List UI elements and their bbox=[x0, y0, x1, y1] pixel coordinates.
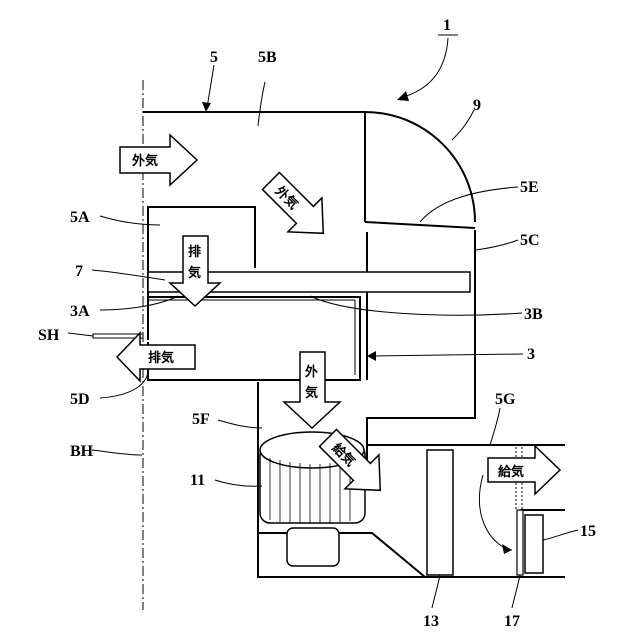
ramp-base bbox=[258, 533, 425, 577]
housing-right bbox=[367, 230, 565, 445]
arrow-exhaust-down-text-2: 気 bbox=[188, 265, 201, 281]
label-7: 7 bbox=[75, 263, 83, 280]
leader-15 bbox=[543, 530, 578, 540]
curve-arrowhead bbox=[502, 544, 512, 554]
leader-1 bbox=[400, 38, 448, 98]
arrow-exhaust-out-text: 排気 bbox=[148, 350, 174, 366]
arrow-exhaust-down-text-1: 排 bbox=[188, 244, 201, 260]
label-9: 9 bbox=[473, 97, 481, 114]
label-13: 13 bbox=[423, 613, 439, 630]
element-13 bbox=[427, 450, 453, 575]
leader-3 bbox=[372, 354, 523, 356]
fan-motor bbox=[287, 528, 339, 566]
bend-bottom bbox=[365, 222, 475, 228]
bend-9 bbox=[365, 112, 475, 222]
leader-3b bbox=[310, 296, 522, 315]
leader-3a bbox=[100, 296, 178, 310]
leader-13 bbox=[432, 575, 440, 608]
label-17: 17 bbox=[504, 613, 520, 630]
arrow-outside-air-diag bbox=[254, 164, 340, 250]
leader-11 bbox=[215, 480, 262, 486]
leader-17 bbox=[512, 575, 520, 608]
label-5c: 5C bbox=[520, 232, 540, 249]
label-11: 11 bbox=[190, 472, 205, 489]
leader-5a bbox=[100, 216, 160, 225]
leader-5e bbox=[420, 187, 518, 222]
label-1: 1 bbox=[443, 17, 451, 34]
leader-sh bbox=[68, 333, 93, 336]
damper-17 bbox=[517, 510, 523, 575]
label-5b: 5B bbox=[258, 49, 277, 66]
label-5: 5 bbox=[210, 49, 218, 66]
label-5e: 5E bbox=[520, 179, 539, 196]
leader-1-head bbox=[397, 91, 409, 101]
arrow-supply-out-text: 給気 bbox=[498, 464, 524, 480]
label-3a: 3A bbox=[70, 303, 90, 320]
label-sh: SH bbox=[38, 327, 60, 344]
element-15 bbox=[525, 515, 543, 573]
leader-9 bbox=[452, 110, 474, 140]
arrow-outside-air-in-text: 外気 bbox=[131, 153, 158, 169]
leader-bh bbox=[92, 450, 142, 455]
leader-5f bbox=[218, 420, 262, 428]
leader-3-head bbox=[367, 351, 376, 361]
leader-5d bbox=[100, 370, 148, 398]
leader-5-head bbox=[202, 102, 211, 112]
arrow-outside-air-down-text-1: 外 bbox=[304, 364, 318, 380]
label-3: 3 bbox=[527, 346, 535, 363]
label-5a: 5A bbox=[70, 209, 90, 226]
label-15: 15 bbox=[580, 523, 596, 540]
label-5f: 5F bbox=[192, 411, 210, 428]
label-5d: 5D bbox=[70, 391, 90, 408]
leader-5g bbox=[490, 408, 500, 445]
arrow-outside-air-down-text-2: 気 bbox=[305, 385, 318, 401]
label-bh: BH bbox=[70, 443, 94, 460]
label-5g: 5G bbox=[495, 391, 516, 408]
label-3b: 3B bbox=[524, 306, 543, 323]
curve-arrow bbox=[479, 475, 512, 550]
leader-5 bbox=[207, 65, 214, 108]
leader-5c bbox=[476, 240, 518, 250]
leader-5b bbox=[258, 82, 265, 126]
